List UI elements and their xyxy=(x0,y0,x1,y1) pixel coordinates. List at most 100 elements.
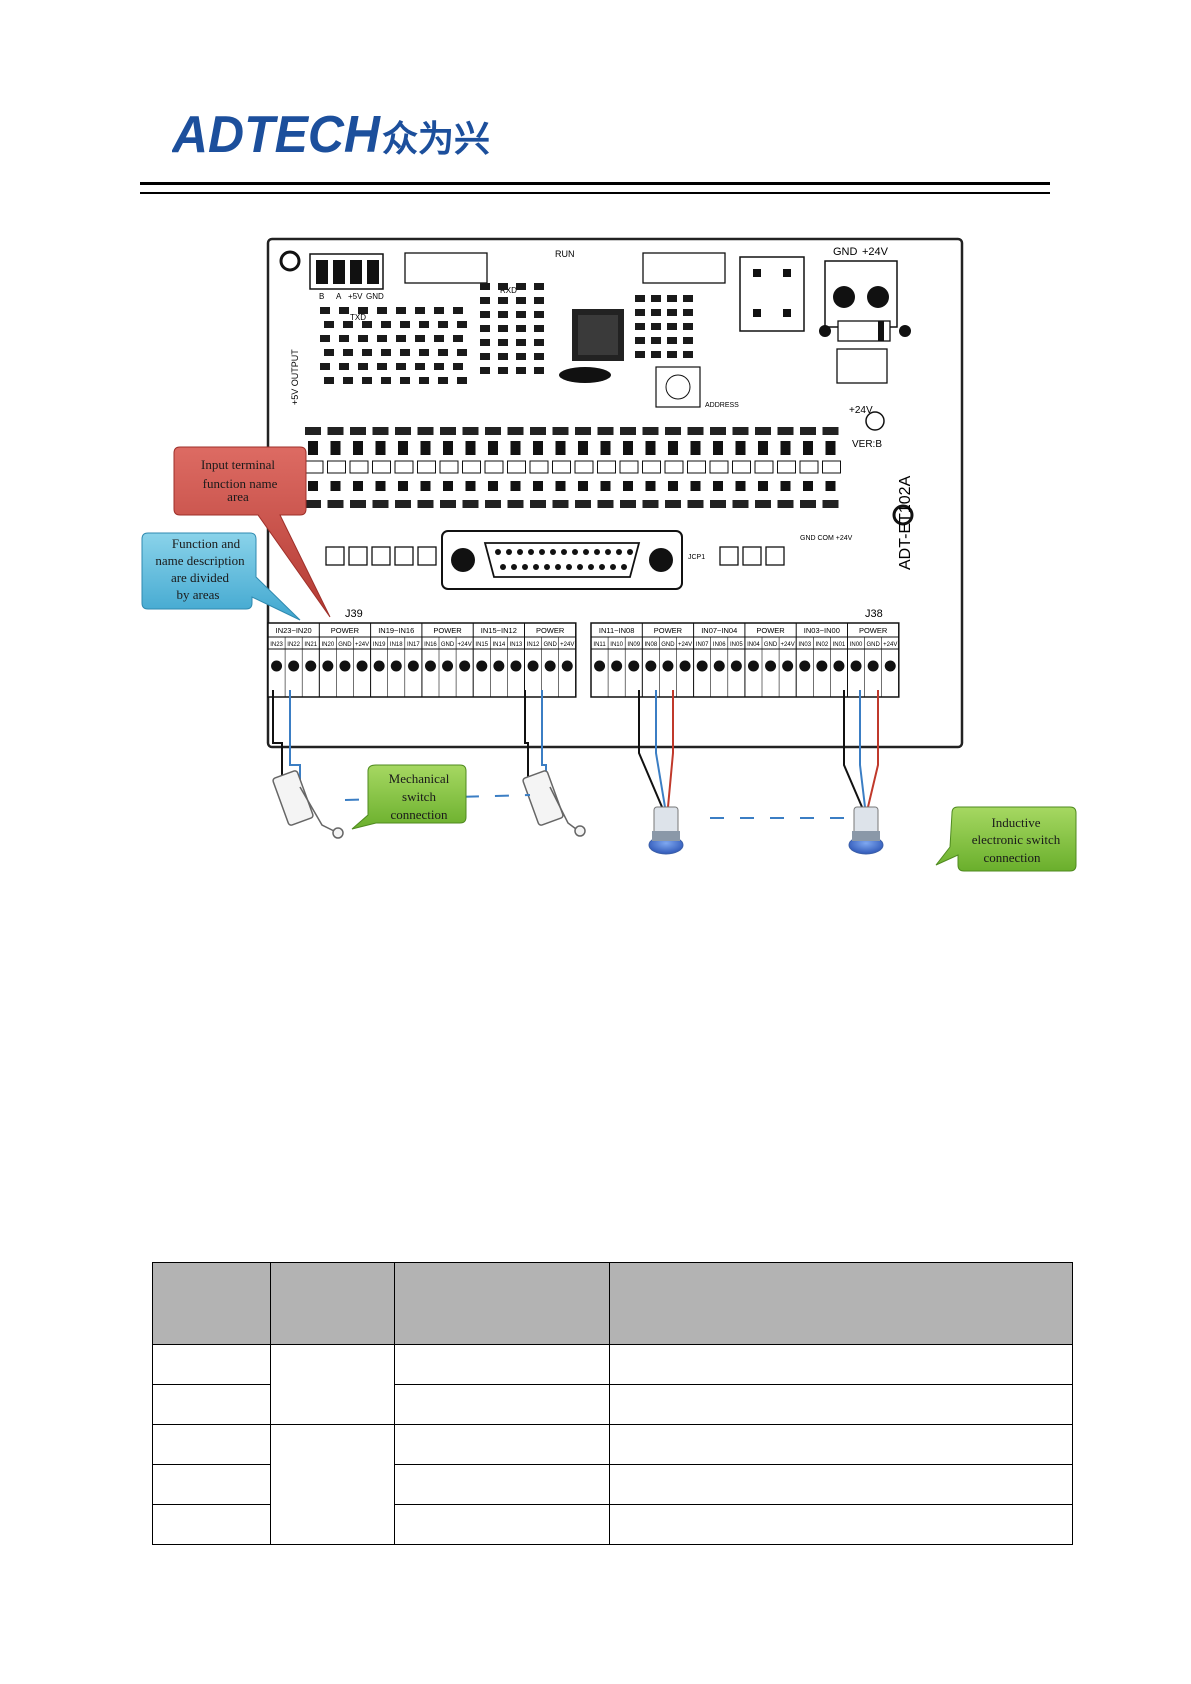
smd-part xyxy=(362,349,372,356)
smd-part xyxy=(415,363,425,370)
callout-mechanical: Mechanical switch connection xyxy=(351,764,467,830)
mount-hole-top-left xyxy=(279,250,301,272)
smd-part xyxy=(683,309,693,316)
resistor-pad xyxy=(440,500,456,508)
resistor-pad xyxy=(732,427,749,435)
smd-part xyxy=(434,307,444,314)
table-cell xyxy=(609,1384,1073,1425)
resistor-body xyxy=(578,441,588,455)
db25-pin xyxy=(599,564,605,570)
optocoupler-row-right xyxy=(719,546,785,566)
terminal-screw xyxy=(544,660,556,672)
smd-part xyxy=(651,337,661,344)
resistor-pad xyxy=(462,427,479,435)
resistor-pad xyxy=(642,427,659,435)
smd-part xyxy=(339,307,349,314)
table-row xyxy=(152,1424,1073,1545)
terminal-screw xyxy=(493,660,505,672)
com-labels: GND COM +24V xyxy=(800,535,853,542)
smd-part xyxy=(415,335,425,342)
smd-part xyxy=(667,337,677,344)
capacitor-body xyxy=(510,481,521,491)
resistor-body xyxy=(645,441,656,455)
table-cell xyxy=(609,1424,1073,1465)
smd-part xyxy=(324,321,334,328)
table-cell-merged xyxy=(270,1424,395,1545)
inductive-sensor-right xyxy=(848,806,884,855)
led-footprint xyxy=(799,460,819,474)
pin-label: IN15 xyxy=(475,642,488,648)
table-row xyxy=(152,1344,1073,1425)
smd-part xyxy=(683,323,693,330)
pin-label: IN03 xyxy=(798,642,811,648)
db25-pin xyxy=(627,549,633,555)
resistor-body xyxy=(668,441,678,455)
resistor-pad xyxy=(575,500,591,508)
run-label: RUN xyxy=(555,249,575,259)
smd-part xyxy=(381,349,391,356)
smd-part xyxy=(667,309,677,316)
pin-label: IN17 xyxy=(407,642,420,648)
db25-pin xyxy=(500,564,506,570)
resistor-pad xyxy=(620,427,636,435)
led-footprint xyxy=(664,460,684,474)
capacitor-body xyxy=(308,481,318,491)
resistor-pad xyxy=(732,500,749,508)
smd-part xyxy=(343,377,353,384)
pin-label: GND xyxy=(441,642,455,648)
smd-part xyxy=(635,309,645,316)
pin-label: +24V xyxy=(560,642,574,648)
led-footprint xyxy=(394,460,414,474)
db25-pin xyxy=(533,564,539,570)
power-label-24v: +24V xyxy=(862,246,889,258)
smd-part xyxy=(480,353,490,360)
callout-function-desc: Function and name description are divide… xyxy=(141,532,301,621)
rs485-label-gnd: GND xyxy=(366,292,384,301)
smd-part xyxy=(516,325,526,332)
pin-label: GND xyxy=(338,642,352,648)
capacitor-body xyxy=(668,481,678,491)
smd-part xyxy=(516,367,526,374)
capacitor-body xyxy=(780,481,791,491)
group-header-label: POWER xyxy=(536,626,565,635)
smd-part xyxy=(438,349,448,356)
led-footprint xyxy=(327,460,346,474)
logo-cjk-text: 众为兴 xyxy=(382,119,490,158)
resistor-pad xyxy=(507,500,524,508)
led-footprint xyxy=(462,460,481,474)
smd-part xyxy=(381,321,391,328)
smd-part xyxy=(498,297,508,304)
resistor-pad xyxy=(687,500,704,508)
optocoupler xyxy=(417,546,437,566)
pin-label: GND xyxy=(661,642,675,648)
smd-part xyxy=(534,311,544,318)
capacitor-body xyxy=(443,481,453,491)
resistor-pad xyxy=(350,427,366,435)
rs485-label-5v: +5V xyxy=(348,292,363,301)
smd-part xyxy=(438,321,448,328)
callout-inductive-line1: Inductive xyxy=(991,815,1040,830)
callout-input-terminal: Input terminal function name area xyxy=(173,446,331,618)
callout-mechanical-line1: Mechanical xyxy=(389,771,450,786)
smd-part xyxy=(339,335,349,342)
terminal-screw xyxy=(305,660,317,672)
pin-label: IN11 xyxy=(593,642,606,648)
terminal-screw xyxy=(373,660,385,672)
callout-inductive-line2: electronic switch xyxy=(972,832,1061,847)
table-cell xyxy=(609,1504,1073,1545)
db25-pin xyxy=(506,549,512,555)
resistor-body xyxy=(308,441,318,455)
terminal-screw xyxy=(679,660,691,672)
table-header-cell xyxy=(270,1262,395,1345)
header-connector-upper-left xyxy=(404,252,488,284)
optocoupler xyxy=(325,546,345,566)
resistor-body xyxy=(825,441,836,455)
db25-pin xyxy=(495,549,501,555)
callout-function-desc-line1: Function and xyxy=(172,536,241,551)
terminal-screw xyxy=(459,660,471,672)
smd-part xyxy=(457,377,467,384)
db25-pin xyxy=(544,564,550,570)
smd-part xyxy=(498,283,508,290)
resistor-pad xyxy=(507,427,524,435)
optocoupler-row-left xyxy=(325,546,437,566)
